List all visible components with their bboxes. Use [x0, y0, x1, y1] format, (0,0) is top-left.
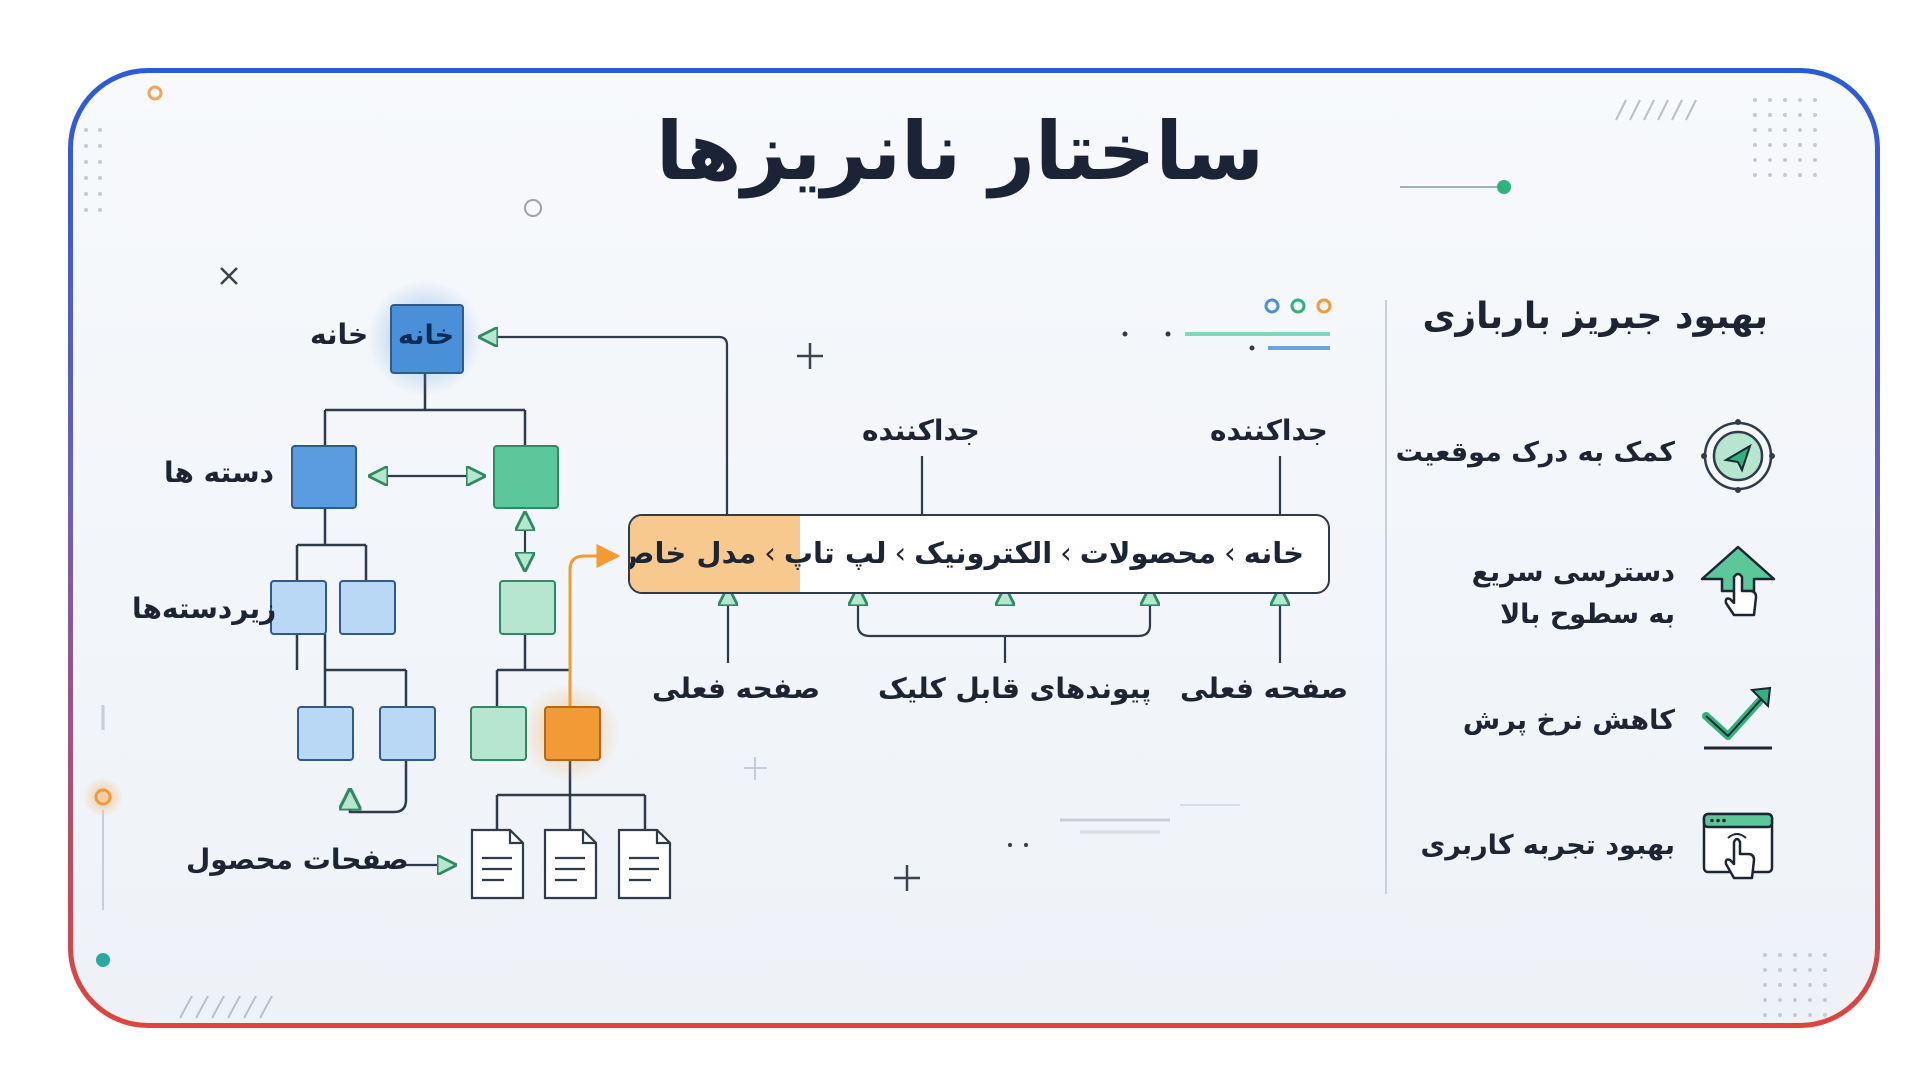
breadcrumb-current-highlight: [630, 516, 800, 592]
benefit-label: دسترسی سریع به سطوح بالا: [1471, 557, 1675, 630]
subcategory-node: [270, 580, 327, 635]
tree-nodes: [270, 304, 601, 761]
breadcrumb-link[interactable]: الکترونیک: [914, 536, 1053, 570]
document-icon: [543, 828, 598, 900]
tree-arrows: [370, 337, 729, 865]
breadcrumb-separator: ›: [894, 536, 907, 570]
benefits-title: بهبود جبریز باربازی: [1422, 296, 1768, 337]
benefit-label: کمک به درک موقعیت: [1395, 437, 1675, 468]
current-page-label: صفحه فعلی: [1180, 672, 1349, 705]
subcategory-node-green: [499, 580, 556, 635]
current-page-label: صفحه فعلی: [652, 672, 821, 705]
subsub-node: [297, 706, 354, 761]
decorations: [83, 85, 1827, 1019]
home-node: [390, 304, 464, 374]
breadcrumb-trail: خانه›محصولات›الکترونیک›لپ تاپ›مدل خاص: [628, 536, 1304, 570]
category-node-green: [493, 445, 559, 509]
separator-label: جداکننده: [862, 414, 980, 447]
breadcrumb-link[interactable]: خانه: [1243, 536, 1304, 570]
separator-label: جداکننده: [1210, 414, 1328, 447]
breadcrumb-link[interactable]: لپ تاپ: [783, 536, 887, 570]
document-icon: [470, 828, 525, 900]
breadcrumb-link[interactable]: محصولات: [1079, 536, 1217, 570]
page-title: ساختار نانریزها: [655, 105, 1265, 198]
breadcrumb-bar: خانه›محصولات›الکترونیک›لپ تاپ›مدل خاص: [628, 514, 1330, 594]
checkmark-trend-icon: [1702, 686, 1772, 750]
breadcrumb-separator: ›: [1224, 536, 1236, 570]
browser-click-icon: [1702, 812, 1774, 880]
current-product-node: [544, 706, 601, 761]
breadcrumb-current: مدل خاص: [628, 536, 757, 570]
benefit-label: بهبود تجربه کاربری: [1420, 830, 1675, 861]
home-node-text: خانه: [398, 320, 455, 351]
subcategory-node: [339, 580, 396, 635]
orange-link-arrow: [568, 544, 621, 707]
subsub-node: [379, 706, 436, 761]
product-pages-label: صفحات محصول: [186, 843, 409, 876]
document-icons: [470, 828, 672, 900]
home-label: خانه: [310, 318, 369, 351]
breadcrumb-separator: ›: [764, 536, 776, 570]
document-icon: [617, 828, 672, 900]
category-node-blue: [291, 445, 357, 509]
breadcrumb-separator: ›: [1060, 536, 1072, 570]
benefit-label: کاهش نرخ پرش: [1462, 705, 1675, 736]
categories-label: دسته ها: [164, 456, 274, 489]
subsub-node-green: [470, 706, 527, 761]
panel-divider: [1385, 300, 1387, 894]
subcategories-label: زیردسته‌ها: [132, 592, 277, 625]
navigation-compass-icon: [1701, 419, 1775, 493]
clickable-links-label: پیوندهای قابل کلیک: [878, 672, 1152, 705]
arrow-up-hand-icon: [1700, 545, 1776, 617]
